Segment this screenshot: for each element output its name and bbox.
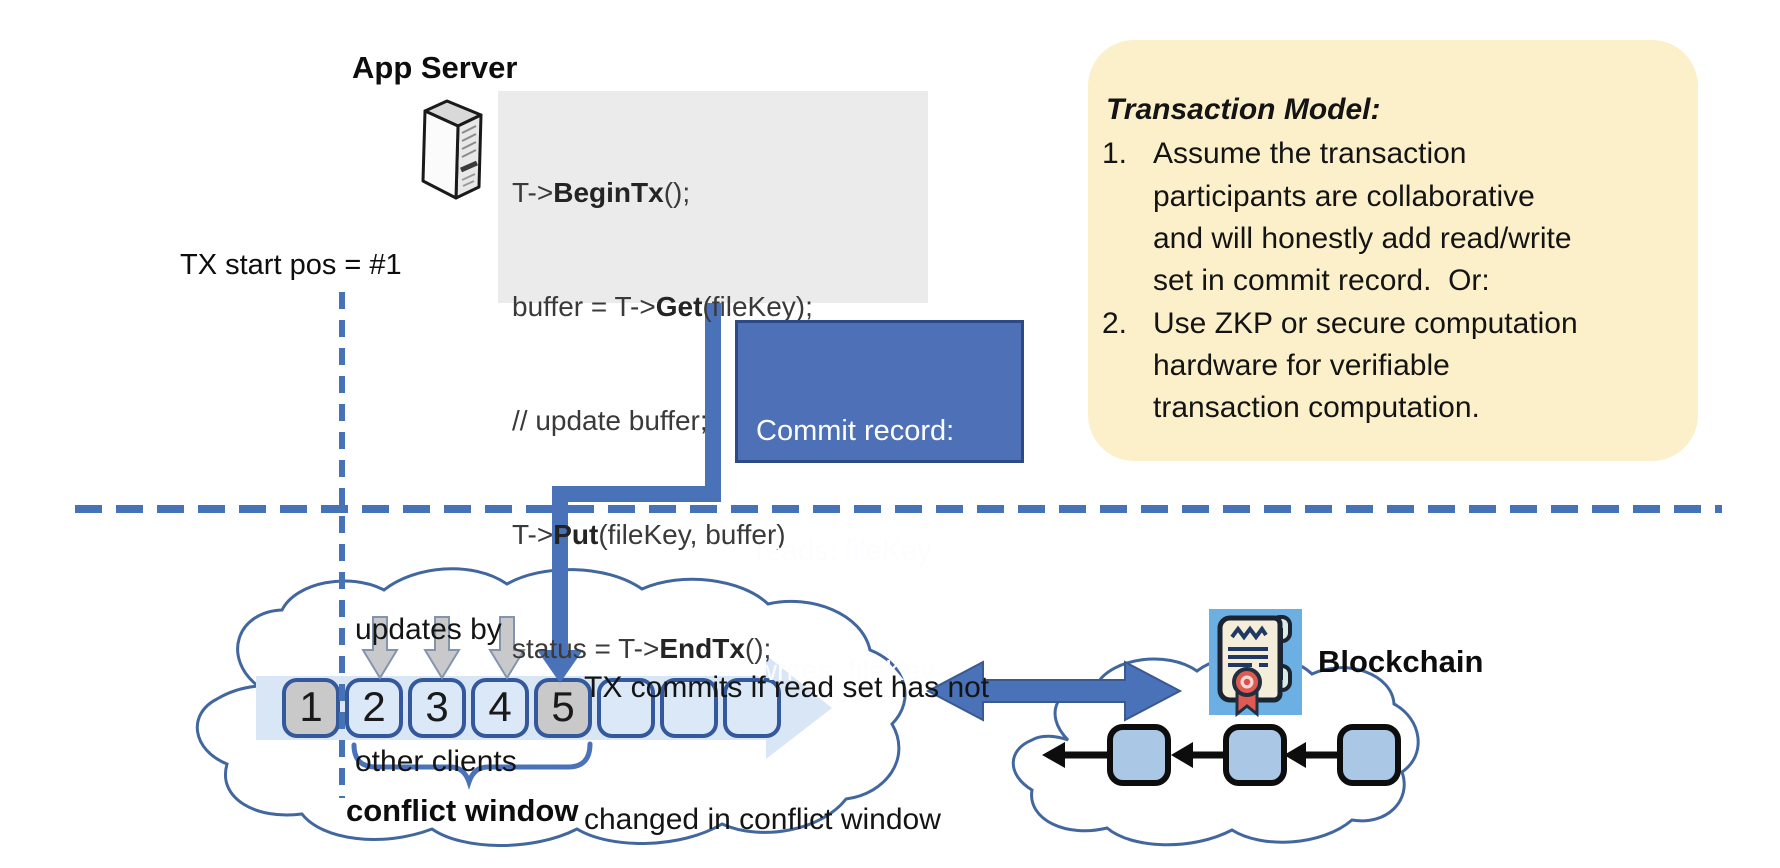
sync-double-arrow xyxy=(925,660,1183,722)
list-line: transaction computation. xyxy=(1153,391,1480,424)
client-update-arrow xyxy=(423,616,461,680)
server-icon xyxy=(421,99,483,200)
timeline-block-5: 5 xyxy=(534,678,592,738)
chain-block xyxy=(1337,724,1401,786)
conflict-window-label: conflict window xyxy=(346,793,579,828)
list-line: participants are collaborative xyxy=(1153,180,1535,213)
chain-links xyxy=(1042,724,1401,786)
certificate-scroll-icon xyxy=(1209,609,1302,718)
timeline-block-2: 2 xyxy=(345,678,403,738)
tx-start-pos-label: TX start pos = #1 xyxy=(180,249,402,281)
chain-link-arrowhead-icon xyxy=(1042,742,1065,768)
timeline-block-8 xyxy=(723,678,781,738)
chain-link-arrowhead-icon xyxy=(1171,742,1193,768)
blockchain-label: Blockchain xyxy=(1318,644,1484,679)
transaction-model-note xyxy=(1088,40,1698,461)
list-line: Assume the transaction xyxy=(1153,137,1467,170)
transaction-model-title: Transaction Model: xyxy=(1106,93,1381,126)
commits-label-line: TX commits if read set has not xyxy=(584,671,990,704)
code-line: buffer = T->Get(fileKey); xyxy=(512,291,813,322)
list-line: hardware for verifiable xyxy=(1153,349,1450,382)
app-server-title: App Server xyxy=(352,50,518,85)
tx-commits-condition-label: TX commits if read set has not changed i… xyxy=(584,578,989,868)
list-line: and will honestly add read/write xyxy=(1153,222,1572,255)
commit-record-line: reads: fileKey xyxy=(756,535,932,567)
conflict-window-brace xyxy=(351,741,593,790)
timeline-block-4: 4 xyxy=(471,678,529,738)
updates-by-other-clients-label: updates by other clients xyxy=(355,520,517,868)
timeline-block-7 xyxy=(660,678,718,738)
commit-flow-arrowhead-icon xyxy=(537,650,583,683)
list-line: Use ZKP or secure computation xyxy=(1153,307,1578,340)
code-line: T->BeginTx(); xyxy=(512,177,691,208)
updates-label-line: updates by xyxy=(355,613,502,646)
code-line: // update buffer; xyxy=(512,405,708,436)
chain-link-arrowhead-icon xyxy=(1284,742,1306,768)
commit-record-box: Commit record: reads: fileKey writes: fi… xyxy=(735,320,1024,687)
list-number: 2. xyxy=(1102,307,1128,340)
timeline-block-1: 1 xyxy=(282,678,340,738)
timeline-block-3: 3 xyxy=(408,678,466,738)
timeline-block-6 xyxy=(597,678,655,738)
chain-block xyxy=(1223,724,1287,786)
commit-flow-connector-arrow xyxy=(552,302,721,652)
list-line: set in commit record. Or: xyxy=(1153,264,1490,297)
code-line: status = T->EndTx(); xyxy=(512,633,772,664)
chain-block xyxy=(1107,724,1171,786)
commits-label-line: changed in conflict window xyxy=(584,803,941,836)
updates-label-line: other clients xyxy=(355,745,517,778)
commit-record-line: writes: fileKey xyxy=(756,655,935,687)
client-update-arrow xyxy=(488,616,526,680)
code-line: T->Put(fileKey, buffer) xyxy=(512,519,786,550)
transaction-code-box: T->BeginTx(); buffer = T->Get(fileKey); … xyxy=(498,91,928,664)
client-update-arrow xyxy=(361,616,399,680)
list-number: 1. xyxy=(1102,137,1128,170)
commit-record-line: Commit record: xyxy=(756,415,955,447)
